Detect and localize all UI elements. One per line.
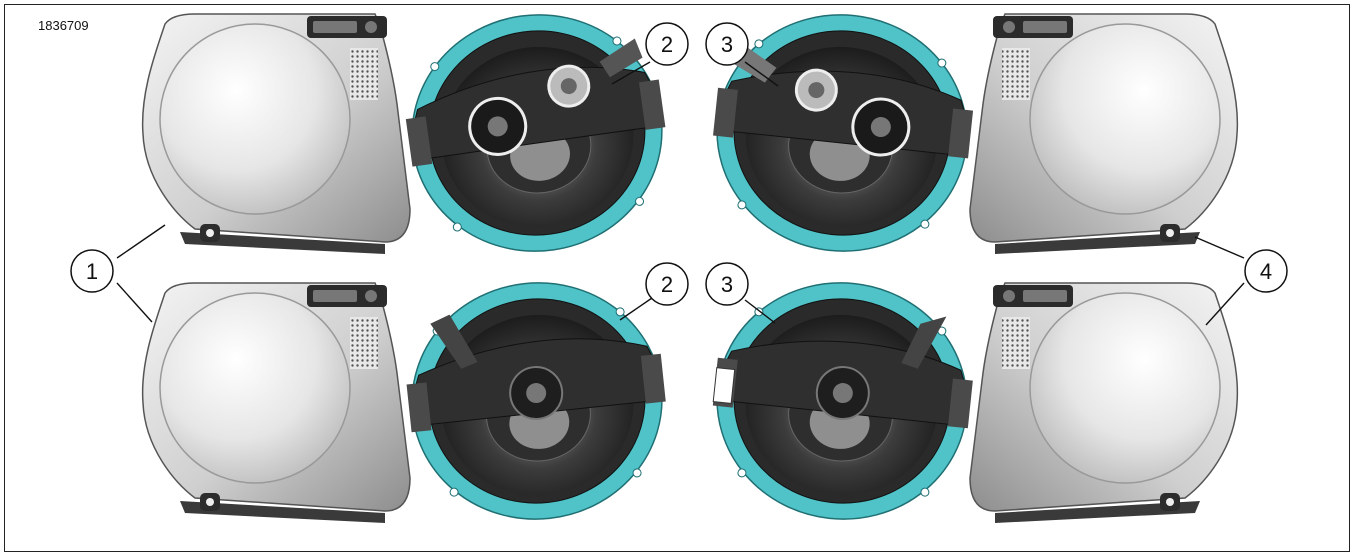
callout-3-top-label: 3 [721, 32, 733, 57]
callout-3-bottom: 3 [706, 263, 748, 305]
callout-1-label: 1 [86, 259, 98, 284]
callout-2-bottom-label: 2 [661, 272, 673, 297]
callout-2-bottom: 2 [646, 263, 688, 305]
callout-1: 1 [71, 250, 113, 292]
callout-3-bottom-label: 3 [721, 272, 733, 297]
callout-2-top: 2 [646, 23, 688, 65]
callout-3-top: 3 [706, 23, 748, 65]
callout-4-label: 4 [1260, 259, 1272, 284]
callout-2-top-label: 2 [661, 32, 673, 57]
callout-4: 4 [1245, 250, 1287, 292]
